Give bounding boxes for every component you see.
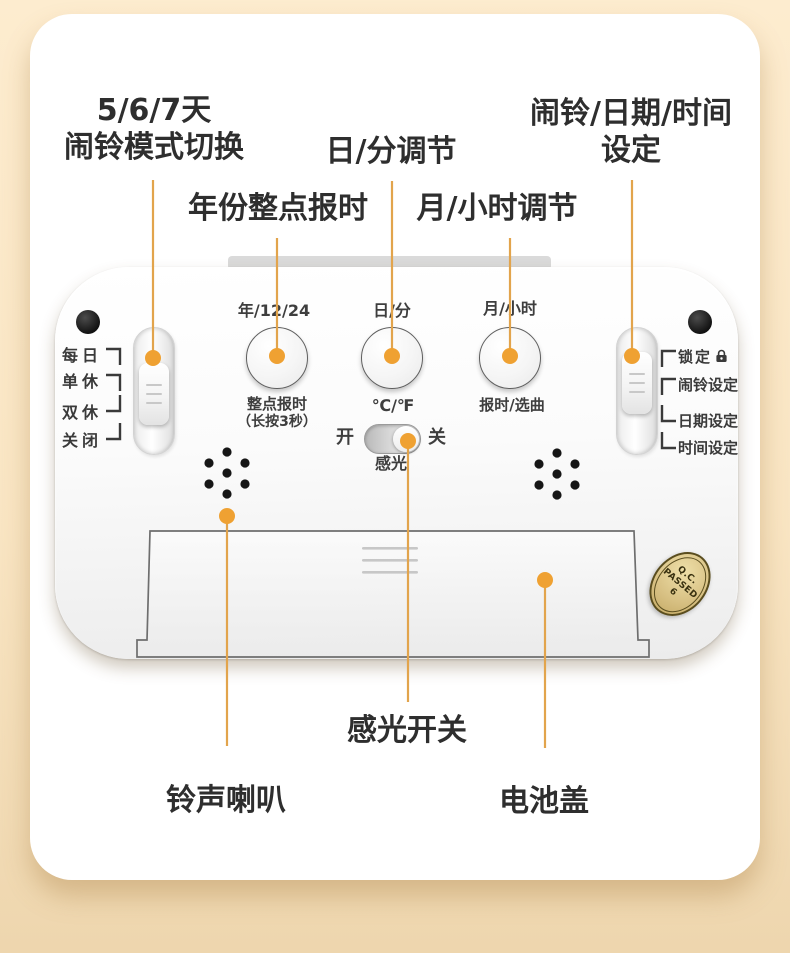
button1-top-label: 年/12/24 xyxy=(237,301,311,320)
callout-year-chime: 年份整点报时 xyxy=(188,191,368,226)
callout-day-minute: 日/分调节 xyxy=(325,134,457,169)
alarm-mode-slider-knob xyxy=(139,363,169,425)
setting-label-lock: 锁定 xyxy=(678,346,728,367)
setting-label-alarm: 闹铃设定 xyxy=(678,376,739,394)
toggle-on-label: 开 xyxy=(336,427,354,448)
screw-hole-left xyxy=(76,310,100,334)
month-hour-button xyxy=(479,327,541,389)
knob-ridge xyxy=(146,393,162,395)
toggle-off-label: 关 xyxy=(428,427,446,448)
alarm-mode-label-daily: 每日 xyxy=(61,346,102,365)
day-minute-button xyxy=(361,327,423,389)
knob-ridge xyxy=(629,391,645,393)
light-sensor-toggle-knob xyxy=(393,426,419,452)
hanger-tab xyxy=(228,256,551,270)
button3-bottom-label: 报时/选曲 xyxy=(479,396,545,414)
callout-light-sensor: 感光开关 xyxy=(347,713,467,748)
button3-top-label: 月/小时 xyxy=(483,299,537,318)
callout-battery-cover: 电池盖 xyxy=(499,784,589,819)
callout-alarm-mode: 5/6/7天 闹铃模式切换 xyxy=(64,93,244,165)
knob-ridge xyxy=(629,373,645,375)
setting-label-date: 日期设定 xyxy=(678,412,739,430)
setting-label-time: 时间设定 xyxy=(678,439,739,457)
alarm-mode-label-off: 关闭 xyxy=(61,431,102,450)
year-1224-button xyxy=(246,327,308,389)
alarm-mode-label-single-rest: 单休 xyxy=(61,372,102,391)
callout-alarm-date-time: 闹铃/日期/时间 设定 xyxy=(530,96,732,168)
toggle-caption: 感光 xyxy=(374,454,407,473)
lock-icon xyxy=(715,349,728,367)
callout-speaker: 铃声喇叭 xyxy=(166,783,286,818)
setting-slider-knob xyxy=(622,352,652,414)
alarm-mode-label-double-rest: 双休 xyxy=(61,403,102,422)
button2-bottom-label: ℃/℉ xyxy=(371,396,415,415)
screw-hole-right xyxy=(688,310,712,334)
knob-ridge xyxy=(629,382,645,384)
button1-bottom-label: 整点报时 （长按3秒） xyxy=(237,395,317,431)
knob-ridge xyxy=(146,384,162,386)
callout-month-hour: 月/小时调节 xyxy=(416,191,578,226)
knob-ridge xyxy=(146,402,162,404)
